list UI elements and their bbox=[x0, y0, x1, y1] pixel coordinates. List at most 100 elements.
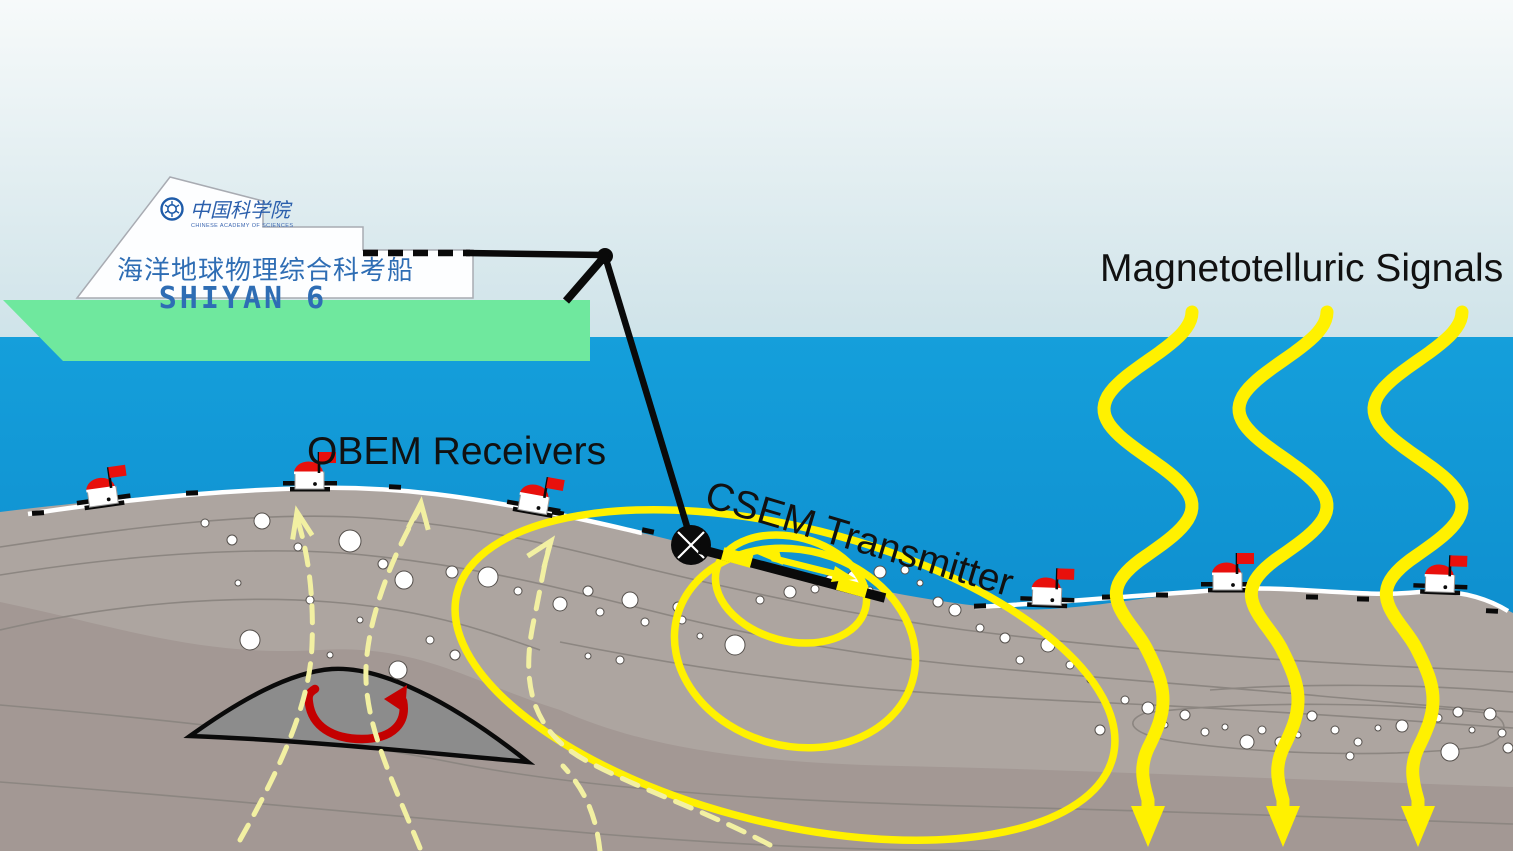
mt-wave bbox=[1367, 305, 1469, 815]
cas-logo-cn: 中国科学院 bbox=[190, 200, 293, 222]
obem-receiver-icon bbox=[1020, 568, 1075, 609]
obem-receiver-icon bbox=[76, 464, 131, 511]
obem-receivers bbox=[76, 452, 1468, 609]
bubble bbox=[696, 632, 704, 640]
bubble bbox=[975, 623, 985, 633]
cable-node bbox=[1356, 596, 1370, 602]
mt-waves bbox=[1097, 305, 1469, 847]
flag-icon bbox=[546, 477, 565, 491]
bubble bbox=[615, 655, 625, 665]
bubble bbox=[394, 570, 414, 590]
bubble bbox=[1452, 706, 1464, 718]
mt-wave bbox=[1097, 305, 1199, 815]
bubble bbox=[445, 565, 459, 579]
bubble bbox=[932, 596, 944, 608]
bubble bbox=[1374, 724, 1382, 732]
bubble bbox=[1200, 727, 1210, 737]
bubble bbox=[234, 579, 242, 587]
csem-field-loops bbox=[451, 505, 1119, 845]
ship-name-english: SHIYAN 6 bbox=[159, 281, 328, 316]
bubble bbox=[999, 632, 1011, 644]
bubble bbox=[1306, 710, 1318, 722]
cable-node bbox=[1485, 608, 1499, 614]
bubble bbox=[1483, 707, 1497, 721]
bubble bbox=[584, 652, 592, 660]
obem-receiver-icon bbox=[1201, 553, 1255, 593]
target-body bbox=[183, 666, 536, 765]
bubble bbox=[425, 635, 435, 645]
ship-hull bbox=[3, 300, 590, 361]
bubble bbox=[1257, 725, 1267, 735]
flag-icon bbox=[108, 464, 127, 479]
bubble bbox=[1141, 701, 1155, 715]
bubble bbox=[377, 558, 389, 570]
ship-name-chinese: 海洋地球物理综合科考船 bbox=[117, 256, 414, 285]
mt-wave bbox=[1232, 305, 1334, 815]
bubble bbox=[810, 584, 820, 594]
label-mt-signals: Magnetotelluric Signals bbox=[1100, 247, 1503, 290]
bubble bbox=[948, 603, 962, 617]
bubble bbox=[253, 512, 271, 530]
cable-node bbox=[973, 603, 987, 609]
mt-arrowhead-icon bbox=[1266, 806, 1300, 847]
bubble bbox=[513, 586, 523, 596]
bubble bbox=[1015, 655, 1025, 665]
bubble bbox=[200, 518, 210, 528]
sediment-lower-layer bbox=[0, 602, 1513, 851]
bubble bbox=[1120, 695, 1130, 705]
bubble bbox=[226, 534, 238, 546]
bubble bbox=[1065, 660, 1075, 670]
electrode-icon bbox=[720, 547, 754, 568]
bubble bbox=[724, 634, 746, 656]
bubble bbox=[900, 565, 910, 575]
bubble bbox=[1179, 709, 1191, 721]
obem-receiver-icon bbox=[506, 476, 565, 518]
bubble bbox=[873, 565, 887, 579]
research-vessel: 中国科学院 CHINESE ACADEMY OF SCIENCES 海洋地球物理… bbox=[3, 176, 613, 361]
bubble bbox=[1345, 751, 1355, 761]
bubble bbox=[477, 566, 499, 588]
bubble bbox=[1497, 728, 1507, 738]
bubble bbox=[1221, 723, 1229, 731]
bubble bbox=[356, 616, 364, 624]
induced-current-arrow bbox=[304, 684, 408, 744]
bubble bbox=[1239, 734, 1255, 750]
cas-logo: 中国科学院 CHINESE ACADEMY OF SCIENCES bbox=[160, 197, 293, 229]
induced-response-rays bbox=[237, 496, 773, 851]
bubble bbox=[326, 651, 334, 659]
bubble bbox=[552, 596, 568, 612]
bubble bbox=[388, 660, 408, 680]
a-frame-strut bbox=[562, 253, 609, 304]
bubble bbox=[916, 579, 924, 587]
obem-receiver-icon bbox=[283, 452, 337, 492]
flag-icon bbox=[1450, 555, 1468, 567]
obem-receiver-icon bbox=[1413, 555, 1468, 596]
tow-cable bbox=[601, 255, 696, 544]
cable-node bbox=[185, 490, 199, 496]
bubble bbox=[621, 591, 639, 609]
bubble bbox=[1440, 742, 1460, 762]
bubble bbox=[1353, 737, 1363, 747]
bubble bbox=[582, 585, 594, 597]
bubble bbox=[640, 617, 650, 627]
bubble bbox=[293, 542, 303, 552]
mt-arrowhead-icon bbox=[1131, 806, 1165, 847]
cable-node bbox=[1305, 594, 1319, 600]
bubble bbox=[305, 595, 315, 605]
label-obem-receivers: OBEM Receivers bbox=[307, 430, 606, 473]
cable-node bbox=[31, 510, 45, 516]
bubble bbox=[755, 595, 765, 605]
bubble bbox=[1468, 726, 1476, 734]
electrode-icon bbox=[835, 577, 869, 598]
flag-icon bbox=[319, 452, 336, 463]
bubble bbox=[783, 585, 797, 599]
deck-line bbox=[465, 249, 604, 259]
csem-transmitter-assembly bbox=[601, 255, 887, 603]
flag-icon bbox=[1237, 553, 1254, 564]
bubble bbox=[1502, 742, 1513, 754]
bubble bbox=[595, 607, 605, 617]
bubble bbox=[449, 649, 461, 661]
cable-node bbox=[388, 484, 402, 490]
bubble bbox=[1330, 725, 1340, 735]
